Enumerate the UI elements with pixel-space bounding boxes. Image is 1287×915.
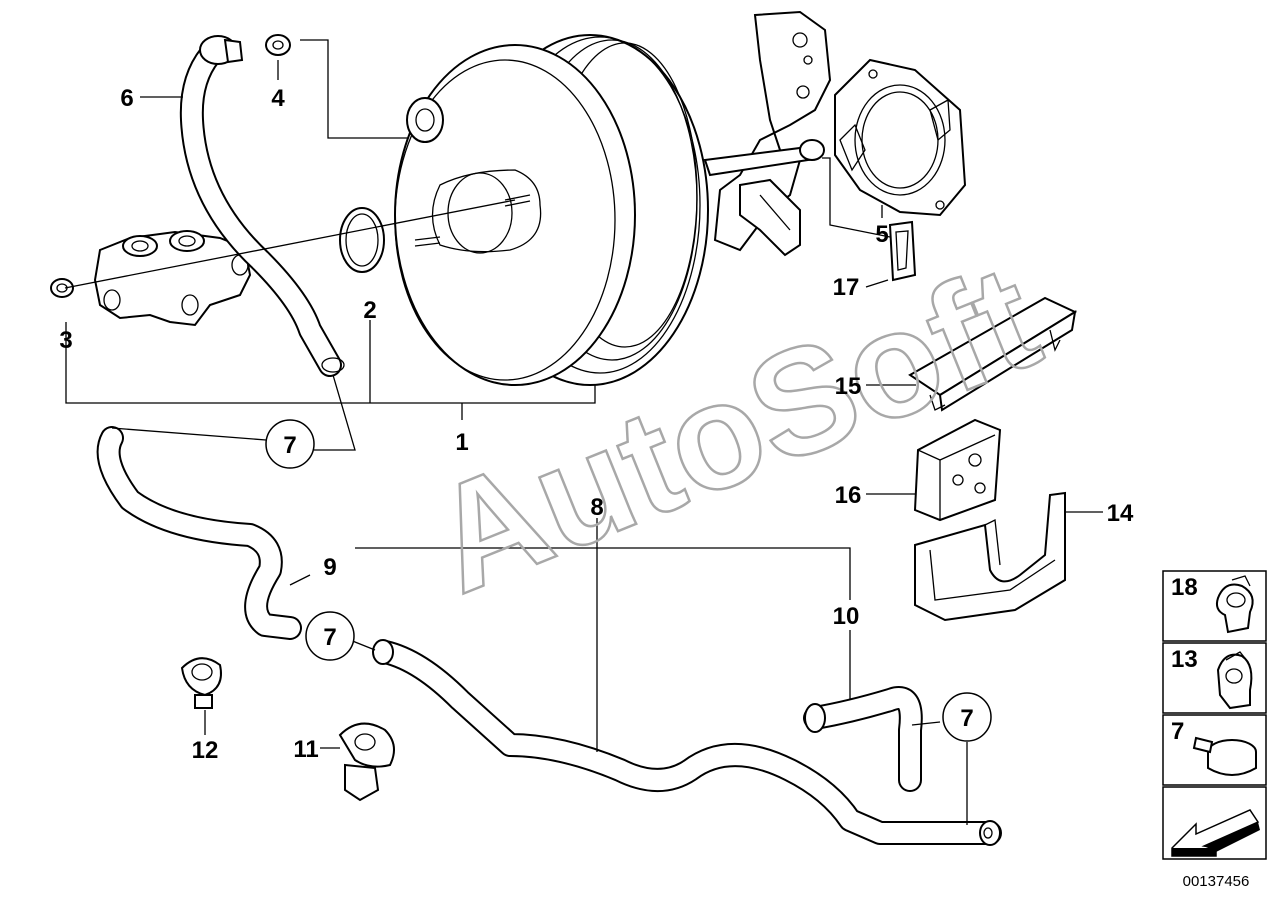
callout-circles [265, 419, 992, 742]
legend-clip-13 [1216, 651, 1253, 710]
callout-11: 11 [293, 736, 318, 763]
clip-17 [888, 220, 917, 282]
callout-7-right: 7 [960, 705, 973, 732]
callout-3: 3 [59, 327, 72, 354]
hose-elbow [803, 686, 923, 792]
legend-label-7: 7 [1171, 718, 1184, 745]
callout-10: 10 [833, 603, 860, 630]
callout-16: 16 [835, 482, 862, 509]
callout-2: 2 [363, 297, 376, 324]
master-cylinder [50, 230, 252, 327]
callout-5: 5 [875, 221, 888, 248]
vacuum-pipe [372, 639, 1002, 846]
arrow-icon [1171, 809, 1260, 857]
vacuum-hose-upper [179, 35, 345, 377]
cover-15 [908, 296, 1078, 412]
vacuum-hose-section [96, 426, 302, 640]
washer [265, 34, 291, 56]
pedal-bracket [713, 10, 832, 257]
callout-1: 1 [455, 429, 468, 456]
callout-15: 15 [835, 373, 862, 400]
callout-8: 8 [590, 494, 603, 521]
pad-16 [913, 418, 1002, 522]
clip-11 [338, 722, 395, 802]
callout-17: 17 [833, 274, 860, 301]
legend-clip-18 [1215, 575, 1254, 634]
clip-12 [180, 657, 222, 709]
callout-12: 12 [192, 737, 219, 764]
callout-4: 4 [271, 85, 285, 112]
legend-clamp-7 [1192, 736, 1257, 776]
holder-14 [914, 491, 1066, 622]
callout-7-middle: 7 [323, 624, 336, 651]
gasket [834, 58, 967, 217]
legend-inset: 18 13 7 [1162, 570, 1267, 860]
leader-lines [64, 39, 1103, 825]
diagram-id: 00137456 [1183, 873, 1250, 890]
callout-6: 6 [120, 85, 133, 112]
callout-7-upper: 7 [283, 432, 296, 459]
seal-ring [339, 207, 385, 273]
legend-label-13: 13 [1171, 646, 1198, 673]
callout-9: 9 [323, 554, 336, 581]
callout-14: 14 [1107, 500, 1134, 527]
callout-labels: 1 2 3 4 5 6 7 7 7 8 9 10 11 12 14 15 16 … [59, 85, 1134, 764]
legend-label-18: 18 [1171, 574, 1198, 601]
brake-booster [394, 34, 825, 386]
